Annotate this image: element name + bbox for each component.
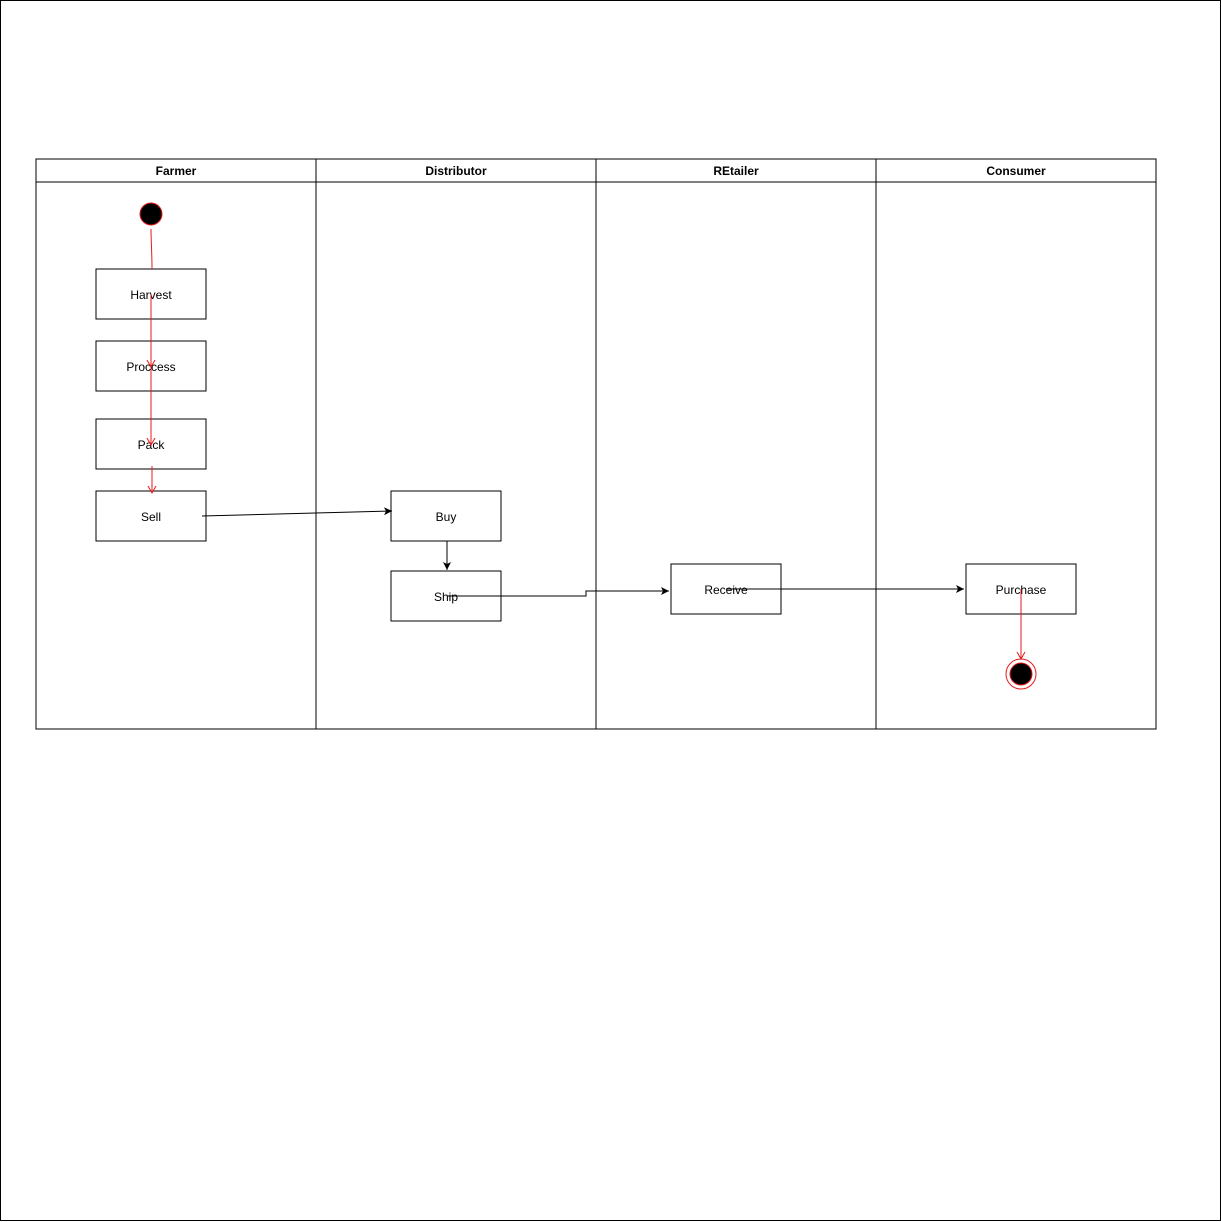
initial-node[interactable]: [139, 202, 163, 226]
node-box: [390, 490, 502, 542]
lane-body: [595, 158, 877, 730]
lane-title-consumer: Consumer: [986, 164, 1046, 178]
lane-distributor[interactable]: Distributor: [315, 158, 597, 730]
node-box: [95, 490, 207, 542]
lane-retailer[interactable]: REtailer: [595, 158, 877, 730]
lane-body: [315, 158, 597, 730]
flow-sell-to-buy[interactable]: [201, 507, 393, 517]
final-node-core: [1009, 662, 1033, 686]
lane-title-retailer: REtailer: [713, 164, 759, 178]
flow-initial-to-harvest[interactable]: [150, 228, 153, 270]
flow-ship-to-receive[interactable]: [447, 587, 669, 597]
lane-title-distributor: Distributor: [425, 164, 487, 178]
lane-title-farmer: Farmer: [156, 164, 197, 178]
final-node[interactable]: [1005, 658, 1037, 690]
node-buy[interactable]: Buy: [390, 490, 502, 542]
node-label-receive: Receive: [704, 583, 748, 597]
node-label-sell: Sell: [141, 510, 161, 524]
lane-consumer[interactable]: Consumer: [875, 158, 1157, 730]
node-label-ship: Ship: [434, 590, 458, 604]
node-label-buy: Buy: [436, 510, 457, 524]
node-sell[interactable]: Sell: [95, 490, 207, 542]
lane-body: [875, 158, 1157, 730]
